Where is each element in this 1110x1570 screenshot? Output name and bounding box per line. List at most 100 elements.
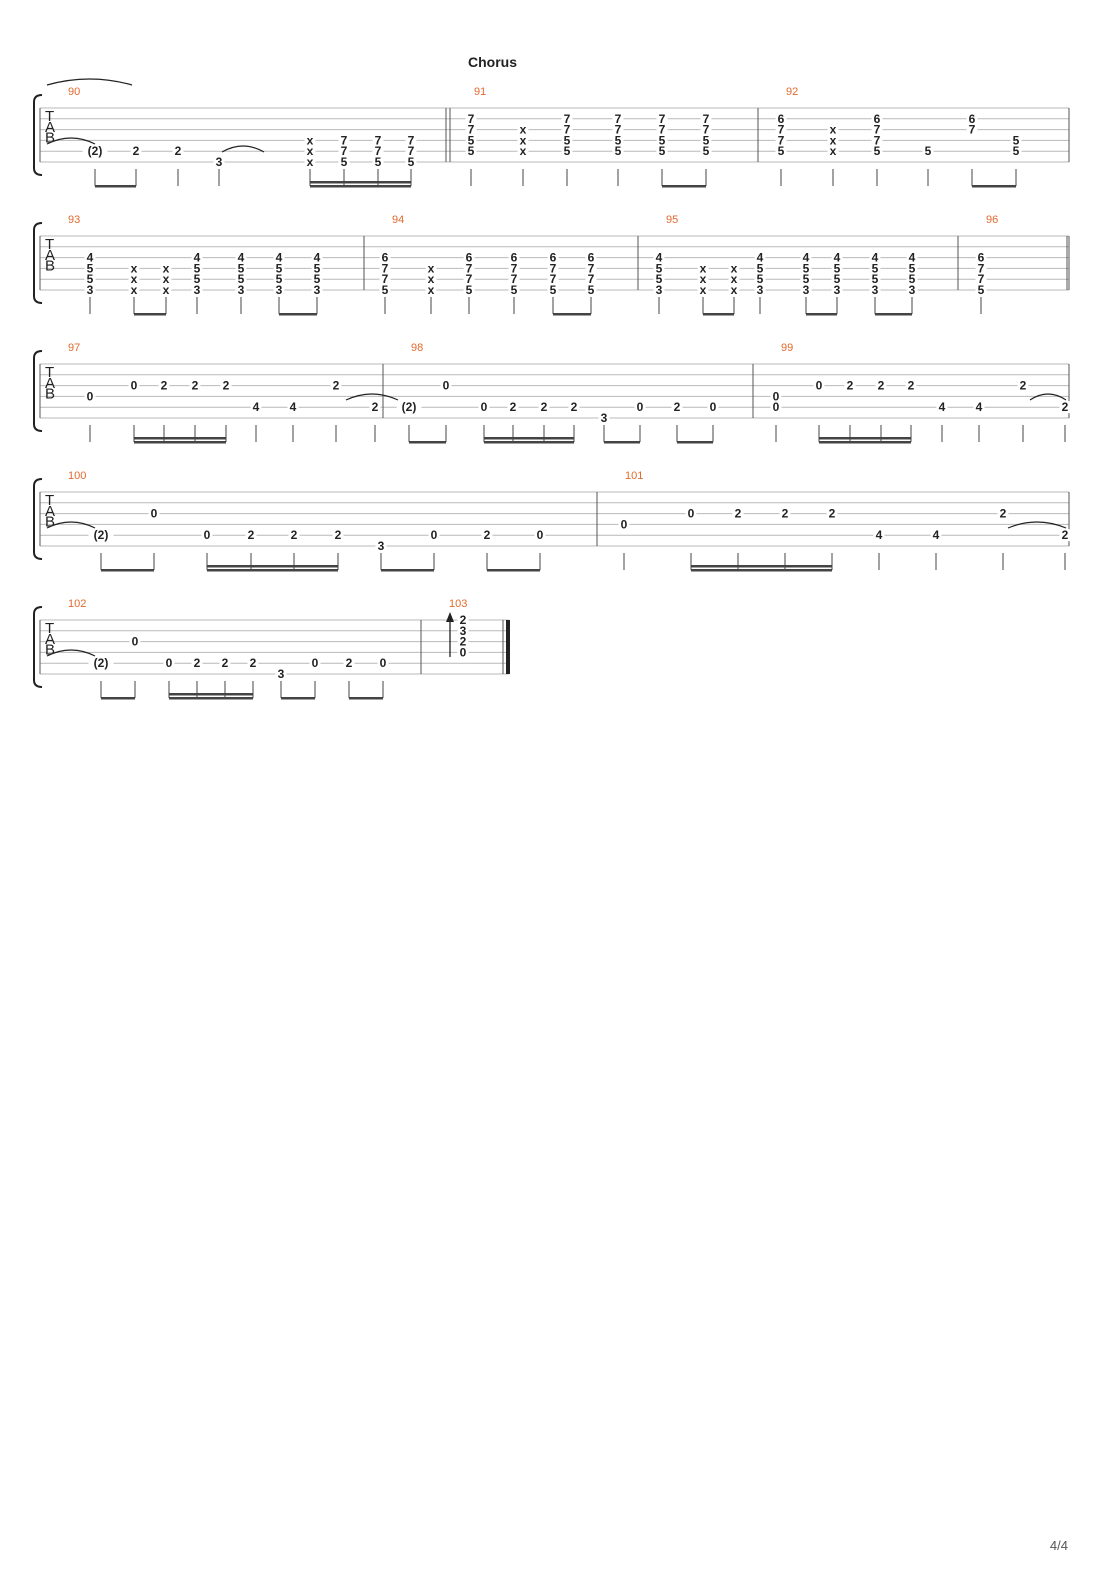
fret-number: 6 (969, 112, 976, 126)
fret-bg (568, 401, 580, 414)
fret-number: 5 (238, 272, 245, 286)
fret-bg (1010, 134, 1022, 147)
fret-number: 5 (872, 272, 879, 286)
fret-number: 0 (460, 645, 467, 659)
fret-number: 5 (757, 272, 764, 286)
fret-number: 4 (909, 251, 916, 265)
fret-bg (158, 379, 170, 392)
fret-number: 5 (925, 144, 932, 158)
fret-bg (304, 145, 316, 158)
tab-clef-letter: T (45, 108, 54, 125)
fret-bg (247, 657, 259, 670)
fret-bg (311, 284, 323, 296)
fret-number: 5 (341, 155, 348, 169)
fret-number: 0 (637, 400, 644, 414)
fret-bg (585, 251, 597, 264)
fret-bg (869, 284, 881, 296)
fret-bg (612, 123, 624, 136)
fret-bg (463, 262, 475, 275)
fret-number: 7 (375, 144, 382, 158)
tie (345, 393, 399, 401)
fret-number: 4 (757, 251, 764, 265)
fret-bg (906, 251, 918, 264)
fret-bg (311, 251, 323, 264)
fret-number: 2 (133, 144, 140, 158)
fret-bg (130, 145, 142, 158)
fret-bg (275, 668, 287, 680)
fret-number: 7 (468, 112, 475, 126)
fret-number: 2 (484, 528, 491, 542)
beam (101, 569, 154, 572)
fret-number: 2 (674, 400, 681, 414)
fret-bg (975, 262, 987, 275)
fret-number: 3 (834, 283, 841, 297)
fret-number: 5 (615, 144, 622, 158)
fret-bg (465, 145, 477, 158)
fret-bg (612, 145, 624, 158)
fret-bg (697, 273, 709, 286)
fret-bg (538, 401, 550, 414)
fret-number: 7 (659, 123, 666, 137)
fret-number: 7 (659, 112, 666, 126)
fret-number: 7 (382, 272, 389, 286)
fret-number: 5 (978, 283, 985, 297)
fret-number: 5 (564, 144, 571, 158)
fret-number: x (700, 272, 707, 286)
fret-number: x (731, 272, 738, 286)
fret-bg (273, 284, 285, 296)
fret-number: 2 (571, 400, 578, 414)
fret-bg (160, 273, 172, 286)
fret-number: 2 (223, 379, 230, 393)
fret-number: 2 (510, 400, 517, 414)
fret-number: 2 (1000, 507, 1007, 521)
fret-bg (831, 284, 843, 296)
beam (134, 437, 226, 440)
fret-number: 3 (909, 283, 916, 297)
fret-number: 7 (564, 112, 571, 126)
fret-number: 2 (782, 507, 789, 521)
fret-number: x (131, 272, 138, 286)
fret-number: 7 (969, 123, 976, 137)
fret-bg (997, 507, 1009, 520)
fret-bg (311, 262, 323, 275)
tie (221, 145, 265, 153)
fret-number: 7 (588, 272, 595, 286)
fret-bg (871, 123, 883, 136)
fret-bg (245, 529, 257, 542)
fret-number: 5 (656, 261, 663, 275)
fret-number: 4 (290, 400, 297, 414)
fret-bg (191, 273, 203, 286)
tab-clef-letter: A (45, 503, 55, 520)
fret-bg (697, 284, 709, 296)
fret-bg (148, 507, 160, 520)
fret-number: 2 (175, 144, 182, 158)
fret-number: 3 (656, 283, 663, 297)
fret-number: 5 (382, 283, 389, 297)
fret-number: 0 (131, 379, 138, 393)
fret-number: 6 (382, 251, 389, 265)
fret-number: 0 (816, 379, 823, 393)
fret-number: x (830, 123, 837, 137)
fret-bg (457, 614, 469, 626)
tie (46, 137, 96, 145)
fret-number: (2) (94, 656, 109, 670)
fret-number: 5 (703, 144, 710, 158)
fret-number: 2 (1020, 379, 1027, 393)
fret-number: 2 (1062, 400, 1069, 414)
fret-bg (826, 507, 838, 520)
fret-bg (88, 529, 114, 542)
fret-bg (700, 145, 712, 158)
fret-number: 3 (87, 283, 94, 297)
fret-bg (656, 134, 668, 147)
fret-number: x (731, 283, 738, 297)
fret-number: 5 (659, 144, 666, 158)
fret-number: 7 (466, 272, 473, 286)
tie (1007, 521, 1067, 529)
fret-bg (831, 251, 843, 264)
measure-number: 93 (68, 214, 80, 226)
fret-bg (973, 401, 985, 414)
beam (169, 697, 253, 700)
fret-number: 5 (87, 261, 94, 275)
fret-bg (930, 529, 942, 542)
fret-bg (213, 156, 225, 168)
